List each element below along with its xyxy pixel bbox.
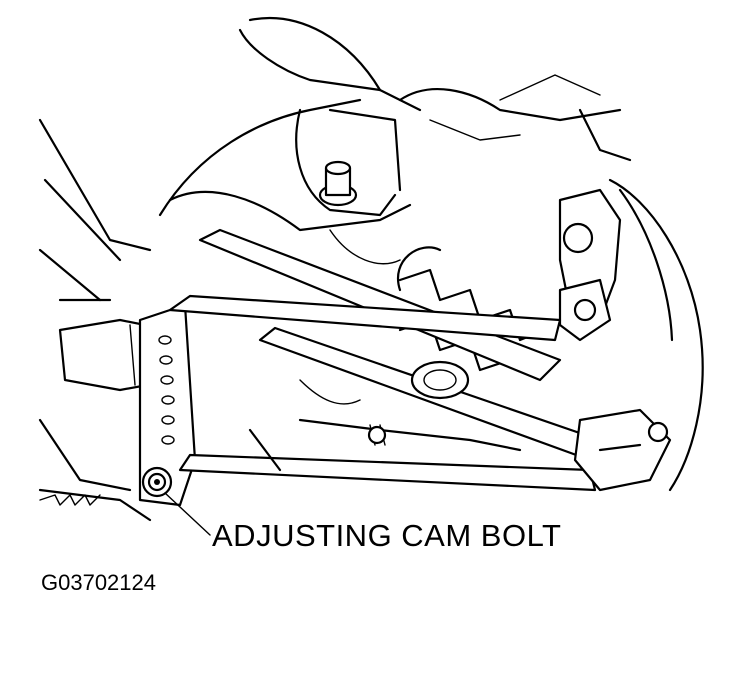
adjusting-cam-bolt: [141, 466, 173, 498]
callout-leader-line: [164, 492, 211, 536]
vehicle-body-outline: [38, 17, 632, 302]
upper-stud-bolt: [318, 160, 358, 207]
figure-id: G03702124: [41, 570, 156, 595]
callout-label: ADJUSTING CAM BOLT: [212, 518, 562, 553]
center-components: [248, 229, 470, 472]
upper-control-arm: [168, 228, 562, 382]
tie-rod-end: [573, 408, 672, 492]
frame-bracket: [38, 418, 152, 522]
